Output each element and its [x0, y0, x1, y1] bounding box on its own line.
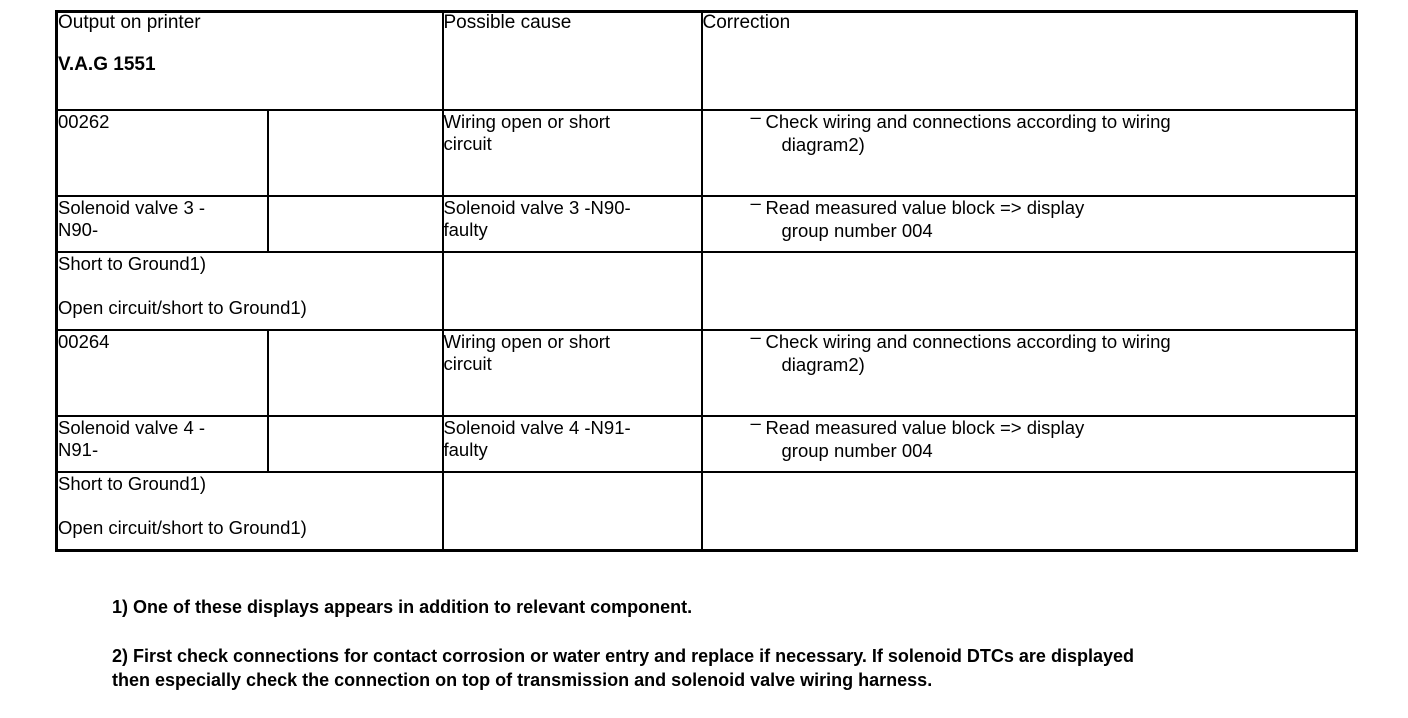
correction-text: Read measured value block => display gro… — [766, 197, 1356, 242]
dash-bullet-icon: – — [750, 192, 761, 213]
cell-possible-cause — [441, 251, 703, 331]
table-header: Output on printer V.A.G 1551 Possible ca… — [55, 10, 1358, 111]
correction-line1: Read measured value block => display — [765, 417, 1085, 438]
cell-correction: – Check wiring and connections according… — [700, 106, 1358, 197]
cell-output-blank — [266, 109, 444, 197]
correction-line2: diagram2) — [781, 133, 865, 155]
correction-item: – Check wiring and connections according… — [703, 106, 1356, 156]
correction-line2: group number 004 — [781, 439, 933, 461]
output-line1: Short to Ground1) — [58, 253, 207, 274]
output-line2: Open circuit/short to Ground1) — [58, 296, 307, 318]
header-output-line2: V.A.G 1551 — [58, 53, 156, 75]
table-row: 00264 Wiring open or short circuit – Che… — [55, 326, 1358, 417]
output-line1: Solenoid valve 3 - — [58, 197, 206, 218]
header-output-line1: Output on printer — [58, 12, 201, 33]
table-row: Solenoid valve 3 - N90- Solenoid valve 3… — [55, 192, 1358, 253]
correction-line2: diagram2) — [781, 353, 865, 375]
dash-bullet-icon: – — [750, 106, 761, 127]
cause-line1: Solenoid valve 3 -N90- — [443, 197, 631, 218]
header-row: Output on printer V.A.G 1551 Possible ca… — [55, 10, 1358, 111]
footnotes-block: 1) One of these displays appears in addi… — [112, 596, 1342, 692]
output-line2: N90- — [58, 218, 99, 240]
table-row: Solenoid valve 4 - N91- Solenoid valve 4… — [55, 412, 1358, 473]
cell-possible-cause: Wiring open or short circuit — [441, 329, 703, 417]
cause-line2: faulty — [443, 218, 488, 240]
cause-line2: circuit — [443, 132, 492, 154]
table-row: 00262 Wiring open or short circuit – Che… — [55, 106, 1358, 197]
footnote-1-line1: 1) One of these displays appears in addi… — [112, 597, 693, 617]
cause-line2: circuit — [443, 352, 492, 374]
correction-line1: Read measured value block => display — [765, 197, 1085, 218]
cause-line1: Wiring open or short — [443, 331, 611, 352]
cell-possible-cause: Solenoid valve 3 -N90- faulty — [441, 195, 703, 253]
output-line2: Open circuit/short to Ground1) — [58, 516, 307, 538]
correction-text: Read measured value block => display gro… — [766, 417, 1356, 462]
cell-correction: – Read measured value block => display g… — [700, 192, 1358, 253]
cause-line2: faulty — [443, 438, 488, 460]
header-output-on-printer: Output on printer V.A.G 1551 — [55, 10, 444, 111]
correction-item: – Read measured value block => display g… — [703, 412, 1356, 462]
output-line1: Solenoid valve 4 - — [58, 417, 206, 438]
table-row: Short to Ground1) Open circuit/short to … — [55, 251, 1358, 331]
output-line1: Short to Ground1) — [58, 473, 207, 494]
fault-code-table: Output on printer V.A.G 1551 Possible ca… — [55, 10, 1358, 552]
correction-line2: group number 004 — [781, 219, 933, 241]
footnote-2-line2: then especially check the connection on … — [112, 669, 933, 690]
cell-output-code: 00264 — [55, 329, 269, 417]
correction-text: Check wiring and connections according t… — [766, 331, 1356, 376]
header-possible-cause: Possible cause — [441, 10, 703, 111]
table-body: 00262 Wiring open or short circuit – Che… — [55, 106, 1358, 552]
cell-correction: – Check wiring and connections according… — [700, 326, 1358, 417]
correction-line1: Check wiring and connections according t… — [765, 331, 1171, 352]
cell-output-component: Solenoid valve 3 - N90- — [55, 195, 269, 253]
header-correction: Correction — [700, 10, 1358, 111]
output-line2: N91- — [58, 438, 99, 460]
dash-bullet-icon: – — [750, 326, 761, 347]
cell-output-blank — [266, 329, 444, 417]
footnote-2: 2) First check connections for contact c… — [112, 645, 1342, 692]
cell-correction: – Read measured value block => display g… — [700, 412, 1358, 473]
cell-output-component: Solenoid valve 4 - N91- — [55, 415, 269, 473]
correction-item: – Read measured value block => display g… — [703, 192, 1356, 242]
footnote-1: 1) One of these displays appears in addi… — [112, 596, 1342, 619]
cell-output-blank — [266, 195, 444, 253]
cause-line1: Solenoid valve 4 -N91- — [443, 417, 631, 438]
cell-correction — [700, 471, 1358, 552]
correction-item: – Check wiring and connections according… — [703, 326, 1356, 376]
cell-output-displays: Short to Ground1) Open circuit/short to … — [55, 471, 444, 552]
cell-possible-cause: Wiring open or short circuit — [441, 109, 703, 197]
footnote-2-line1: 2) First check connections for contact c… — [112, 646, 1134, 667]
correction-line1: Check wiring and connections according t… — [765, 111, 1171, 132]
cell-output-blank — [266, 415, 444, 473]
cell-correction — [700, 251, 1358, 331]
cell-output-displays: Short to Ground1) Open circuit/short to … — [55, 251, 444, 331]
table-row: Short to Ground1) Open circuit/short to … — [55, 471, 1358, 552]
dash-bullet-icon: – — [750, 412, 761, 433]
cell-possible-cause: Solenoid valve 4 -N91- faulty — [441, 415, 703, 473]
cell-possible-cause — [441, 471, 703, 552]
cell-output-code: 00262 — [55, 109, 269, 197]
correction-text: Check wiring and connections according t… — [766, 111, 1356, 156]
cause-line1: Wiring open or short — [443, 111, 611, 132]
